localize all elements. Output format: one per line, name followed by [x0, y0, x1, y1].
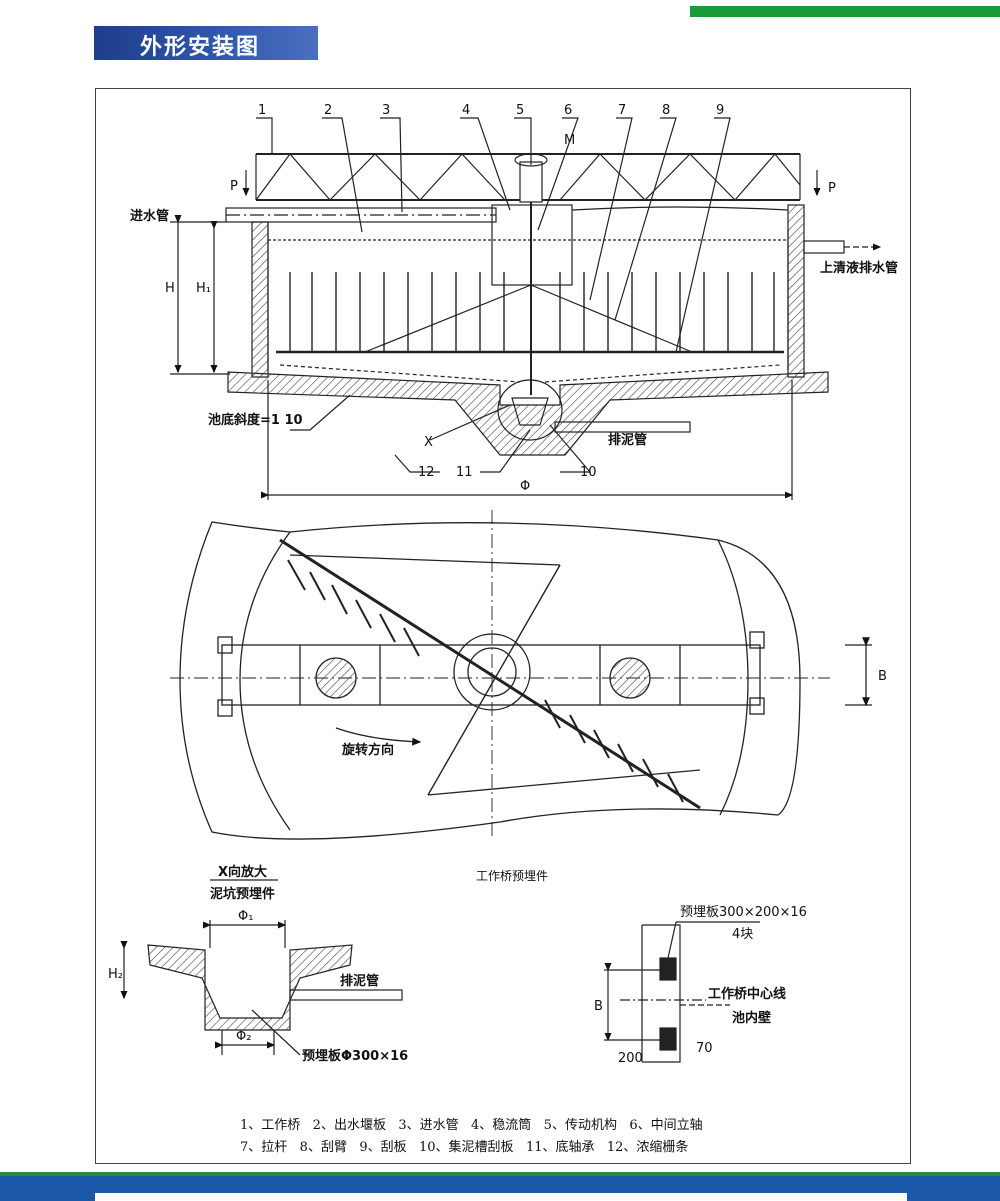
tank-inner-wall-label: 池内壁 [732, 1010, 771, 1026]
top-accent-bar [690, 6, 1000, 17]
callout-3: 3 [382, 103, 390, 118]
bottom-accent-line [0, 1172, 1000, 1176]
anchor-plate-bl [217, 699, 233, 717]
title-banner: 外形安装图 [94, 26, 318, 60]
left-wall [251, 221, 269, 378]
walkway-grate-right [609, 657, 651, 699]
tank-floor [227, 371, 829, 456]
sludge-pipe-label: 排泥管 [608, 432, 647, 448]
detail-x-labels: X向放大 泥坑预埋件 Φ₁ H₂ 排泥管 Φ₂ 预埋板Φ300×16 [108, 864, 408, 1064]
dim-h1: H₁ [196, 281, 211, 296]
anchor-plate-br [749, 697, 765, 715]
rake-arm-diagonal [279, 538, 701, 810]
sludge-pit-section [147, 944, 353, 1031]
detail-phi2: Φ₂ [236, 1029, 251, 1044]
detail-sludge-pipe-label: 排泥管 [340, 973, 379, 989]
load-p-left: P [230, 179, 238, 194]
tie-rod-left [364, 284, 532, 353]
callout-5: 5 [516, 103, 524, 118]
embed-plate-count: 4块 [732, 927, 753, 942]
detail-phi1: Φ₁ [238, 909, 253, 924]
right-wall [787, 204, 805, 378]
embed-plate-label: 预埋板300×200×16 [680, 905, 807, 920]
dim-phi: Φ [520, 479, 530, 494]
center-column [453, 633, 531, 711]
bridge-caption: 工作桥预埋件 [476, 869, 548, 883]
tie-rod-right [530, 284, 693, 353]
callout-4: 4 [462, 103, 470, 118]
sludge-pipe [554, 421, 691, 433]
anchor-plate-tl [217, 636, 233, 654]
detail-x-title: X向放大 [218, 864, 267, 880]
callout-2: 2 [324, 103, 332, 118]
motor-label: M [564, 133, 575, 148]
outlet-pipe-label: 上清液排水管 [820, 260, 898, 276]
outlet-pipe [803, 240, 845, 254]
callout-7: 7 [618, 103, 626, 118]
legend-line-1: 1、工作桥 2、出水堰板 3、进水管 4、稳流筒 5、传动机构 6、中间立轴 [240, 1118, 703, 1133]
plan-view [170, 510, 872, 840]
tank-outline [179, 521, 801, 840]
embed-dim-200: 200 [618, 1051, 643, 1066]
embed-dim-70: 70 [696, 1041, 713, 1056]
walkway-grate-left [315, 657, 357, 699]
callout-12: 12 [418, 465, 435, 480]
embed-plate-top [659, 957, 677, 981]
page-title: 外形安装图 [140, 35, 261, 60]
legend-line-2: 7、拉杆 8、刮臂 9、刮板 10、集泥槽刮板 11、底轴承 12、浓缩栅条 [240, 1140, 689, 1155]
detail-h2: H₂ [108, 967, 123, 982]
tie-rod-diagonal [427, 564, 561, 796]
drive-mechanism [514, 153, 548, 395]
bridge-embed-labels: 预埋板300×200×16 4块 工作桥中心线 池内壁 B 200 70 [594, 905, 807, 1066]
anchor-plate-tr [749, 631, 765, 649]
callout-11: 11 [456, 465, 473, 480]
callout-9: 9 [716, 103, 724, 118]
callout-8: 8 [662, 103, 670, 118]
thickening-pickets [289, 272, 775, 352]
plan-labels: 旋转方向 B 工作桥预埋件 [341, 669, 887, 883]
bridge-embed-detail [604, 921, 760, 1063]
detail-x-subtitle: 泥坑预埋件 [210, 886, 275, 902]
elevation-labels: 1 2 3 4 5 6 7 8 9 M P P 进水管 上清液排水管 H H₁ … [130, 103, 898, 494]
embed-plate-bottom [659, 1027, 677, 1051]
callout-6: 6 [564, 103, 572, 118]
bottom-white-strip [95, 1193, 907, 1201]
dim-h: H [165, 281, 175, 296]
elevation-view [170, 117, 882, 500]
embed-dim-b: B [594, 999, 603, 1014]
detail-x-view [120, 879, 403, 1056]
drawing-frame [95, 88, 911, 1164]
load-p-right: P [828, 181, 836, 196]
work-bridge-plan [221, 644, 761, 706]
rotation-label: 旋转方向 [341, 742, 394, 758]
floor-slope-label: 池底斜度=1 10 [208, 412, 303, 428]
plan-dim-b: B [878, 669, 887, 684]
callout-1: 1 [258, 103, 266, 118]
inlet-pipe-label: 进水管 [130, 208, 169, 224]
sludge-pipe-detail [289, 989, 403, 1001]
callout-10: 10 [580, 465, 597, 480]
bridge-centerline-label: 工作桥中心线 [708, 986, 786, 1002]
detail-x-marker: X [424, 435, 433, 450]
detail-plate-label: 预埋板Φ300×16 [302, 1048, 408, 1064]
